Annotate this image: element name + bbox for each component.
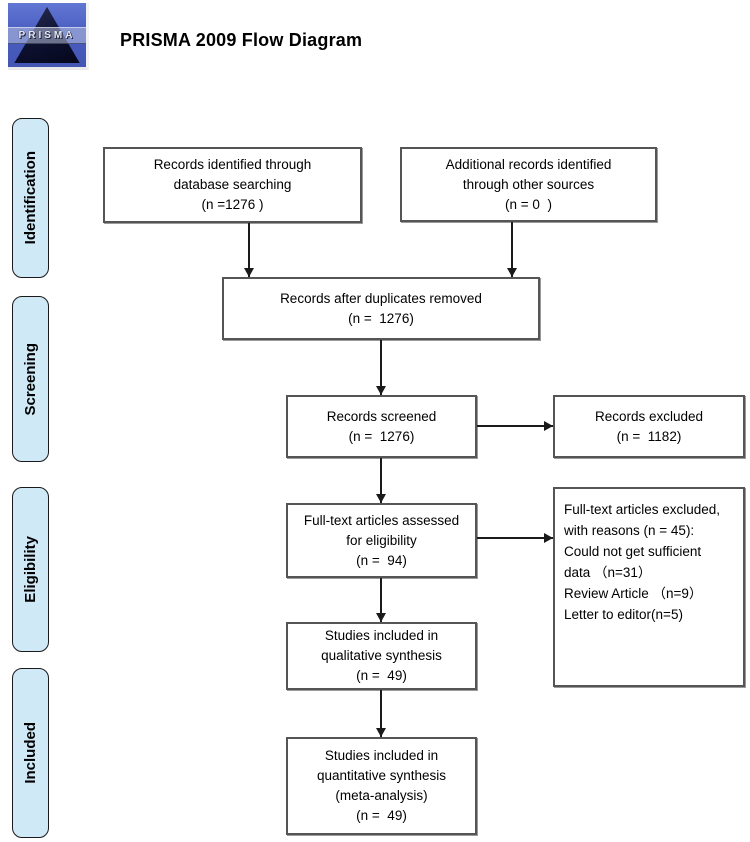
box-line: through other sources: [462, 176, 595, 192]
stage-identification: Identification: [12, 118, 49, 278]
box-line: (meta-analysis): [335, 788, 428, 803]
box-line: Full-text articles excluded,: [564, 502, 721, 517]
box-line: (n = 0 ): [505, 196, 552, 212]
stage-eligibility: Eligibility: [12, 487, 49, 652]
box-records-after-duplicates: Records after duplicates removed (n = 12…: [222, 277, 540, 340]
box-line: data （n=31）: [564, 565, 652, 580]
arrow-duplicates-to-screened: [380, 340, 382, 395]
box-records-excluded: Records excluded (n = 1182): [553, 395, 745, 458]
arrow-fulltext-to-qualitative: [380, 578, 382, 622]
box-line: Additional records identified: [445, 156, 612, 172]
arrow-fulltext-to-excluded: [477, 537, 553, 539]
box-line: Letter to editor(n=5): [564, 607, 683, 622]
page-title: PRISMA 2009 Flow Diagram: [120, 30, 363, 50]
stage-screening: Screening: [12, 296, 49, 462]
box-line: for eligibility: [346, 532, 417, 548]
arrow-other-to-duplicates: [511, 222, 513, 277]
box-line: (n = 94): [356, 552, 407, 568]
stage-label: Screening: [22, 342, 39, 416]
box-records-screened: Records screened (n = 1276): [286, 395, 477, 458]
box-line: Studies included in: [324, 748, 439, 763]
box-line: (n = 1182): [616, 428, 682, 444]
box-line: (n = 49): [356, 668, 407, 683]
box-line: Records excluded: [594, 408, 704, 424]
arrow-database-to-duplicates: [248, 223, 250, 277]
box-records-identified-other: Additional records identified through ot…: [400, 147, 657, 222]
box-line: Records screened: [326, 408, 437, 424]
box-line: Studies included in: [324, 628, 439, 643]
box-line: qualitative synthesis: [321, 648, 442, 663]
box-line: quantitative synthesis: [316, 768, 447, 783]
box-records-identified-database: Records identified through database sear…: [103, 147, 362, 223]
prisma-logo: PRISMA: [8, 3, 89, 70]
arrow-screened-to-excluded: [477, 425, 553, 427]
box-fulltext-assessed: Full-text articles assessed for eligibil…: [286, 503, 477, 578]
prisma-logo-band: PRISMA: [8, 26, 86, 45]
box-line: Full-text articles assessed: [303, 512, 460, 528]
stage-label: Identification: [22, 151, 39, 245]
arrow-screened-to-fulltext: [380, 458, 382, 503]
box-line: with reasons (n = 45):: [564, 523, 695, 538]
arrow-qualitative-to-quantitative: [380, 690, 382, 737]
box-fulltext-excluded: Full-text articles excluded, with reason…: [553, 487, 745, 687]
box-line: (n =1276 ): [201, 197, 264, 212]
box-line: (n = 49): [356, 808, 407, 823]
box-line: (n = 1276): [348, 310, 414, 326]
box-line: (n = 1276): [348, 428, 415, 444]
prisma-logo-text: PRISMA: [18, 29, 76, 41]
stage-label: Included: [22, 722, 39, 784]
box-line: Could not get sufficient: [564, 544, 702, 559]
stage-included: Included: [12, 668, 49, 838]
box-line: Records identified through: [153, 157, 312, 172]
box-quantitative-synthesis: Studies included in quantitative synthes…: [286, 737, 477, 835]
box-line: Records after duplicates removed: [280, 290, 482, 306]
box-qualitative-synthesis: Studies included in qualitative synthesi…: [286, 622, 477, 690]
stage-label: Eligibility: [22, 536, 39, 603]
box-line: Review Article （n=9）: [564, 586, 703, 601]
box-line: database searching: [173, 177, 292, 192]
